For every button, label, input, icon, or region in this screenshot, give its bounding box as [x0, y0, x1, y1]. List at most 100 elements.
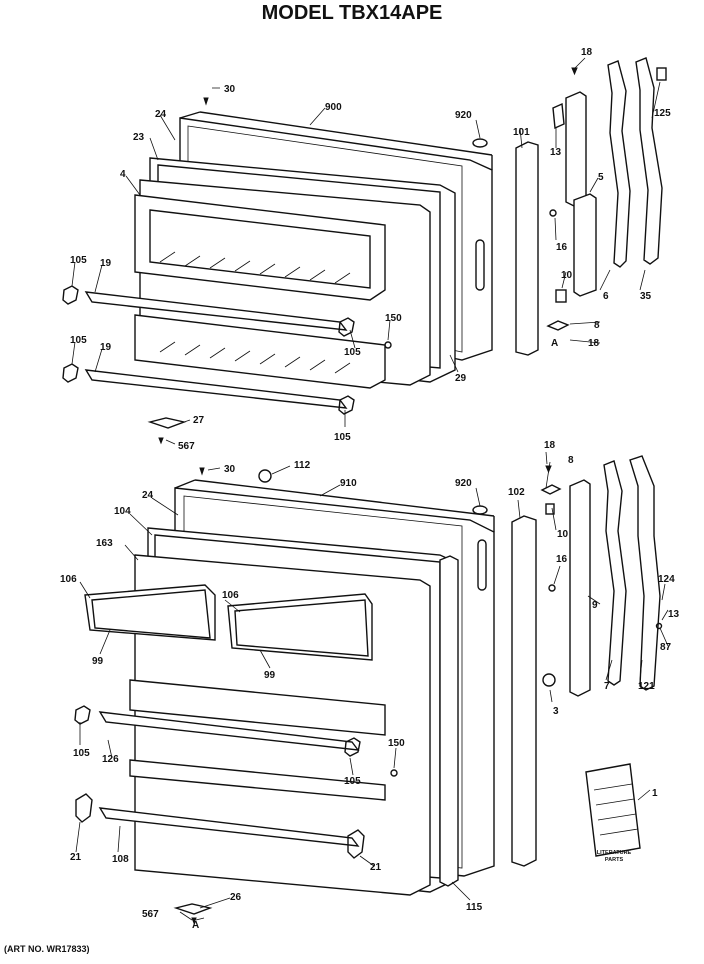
art-number: (ART NO. WR17833)	[4, 944, 90, 954]
callout-112: 112	[294, 460, 311, 471]
model-title: MODEL TBX14APE	[261, 2, 443, 24]
bottom-shelf-upper	[129, 679, 386, 736]
callout-104: 104	[114, 506, 131, 517]
callout-35: 35	[640, 291, 652, 302]
hinge-bar-35	[635, 57, 663, 265]
callout-23: 23	[133, 132, 145, 143]
hinge-5	[573, 193, 597, 297]
callout-27: 27	[193, 415, 205, 426]
screw-16	[549, 209, 557, 217]
literature-booklet	[585, 763, 641, 857]
callout-18b: 18	[588, 338, 600, 349]
bracket-27	[147, 417, 187, 429]
hinge-bar-121	[629, 455, 661, 691]
callout-16-bottom: 16	[556, 554, 568, 565]
dairy-door-106b	[227, 593, 373, 661]
part-10	[555, 289, 567, 303]
callout-5: 5	[598, 172, 604, 183]
handle-slot-bottom	[477, 539, 487, 591]
hinge-bar-6	[607, 60, 631, 268]
shelf-clip-105f	[344, 737, 361, 757]
callout-910: 910	[340, 478, 357, 489]
clip-21b	[347, 829, 365, 859]
stop-150	[384, 341, 392, 349]
callout-106b: 106	[222, 590, 239, 601]
callout-19b: 19	[100, 342, 112, 353]
callout-99a: 99	[92, 656, 104, 667]
callout-102: 102	[508, 487, 525, 498]
callout-13-bottom: 13	[668, 609, 680, 620]
hinge-part-13	[552, 102, 565, 130]
callout-3: 3	[553, 706, 559, 717]
callout-121: 121	[638, 681, 655, 692]
callout-26: 26	[230, 892, 242, 903]
callout-30: 30	[224, 84, 236, 95]
callout-106a: 106	[60, 574, 77, 585]
callout-A: A	[551, 338, 558, 349]
shelf-clip-105d	[338, 395, 355, 415]
shelf-clip-105e	[74, 705, 91, 725]
callout-21a: 21	[70, 852, 82, 863]
callout-105d: 105	[334, 432, 351, 443]
upper-door-shelf	[134, 194, 386, 301]
stop-150-bottom	[390, 769, 398, 777]
callout-150: 150	[385, 313, 402, 324]
callout-105c: 105	[70, 335, 87, 346]
cap-125	[656, 67, 667, 81]
part-8	[546, 320, 570, 331]
callout-29: 29	[455, 373, 467, 384]
callout-6: 6	[603, 291, 609, 302]
callout-163: 163	[96, 538, 113, 549]
callout-4: 4	[120, 169, 126, 180]
callout-8: 8	[594, 320, 600, 331]
callout-567: 567	[178, 441, 195, 452]
callout-24: 24	[155, 109, 167, 120]
callout-124: 124	[658, 574, 675, 585]
plug-920	[472, 138, 488, 148]
shelf-clip-105b	[338, 317, 355, 337]
callout-567-bottom: 567	[142, 909, 159, 920]
screw-567-bottom	[191, 917, 197, 925]
shelf-clip-105a	[62, 285, 79, 305]
callout-105e: 105	[73, 748, 90, 759]
callout-105b: 105	[344, 347, 361, 358]
part-8-bottom	[540, 484, 562, 495]
literature-label: LITERATURE PARTS	[584, 850, 644, 864]
callout-87: 87	[660, 642, 672, 653]
callout-108: 108	[112, 854, 129, 865]
screw-18-bottom	[545, 465, 552, 474]
top-door-assembly	[62, 57, 667, 445]
part-10-bottom	[545, 503, 555, 515]
callout-30-bottom: 30	[224, 464, 236, 475]
handle-slot	[475, 239, 485, 291]
callout-920-bottom: 920	[455, 478, 472, 489]
bottom-shelf-middle	[129, 759, 386, 801]
callout-900: 900	[325, 102, 342, 113]
callout-125: 125	[654, 108, 671, 119]
callout-24-bottom: 24	[142, 490, 154, 501]
part-3	[542, 673, 556, 687]
callout-101: 101	[513, 127, 530, 138]
callout-920: 920	[455, 110, 472, 121]
dairy-door-106a	[84, 584, 216, 641]
callout-126: 126	[102, 754, 119, 765]
screw-30	[203, 97, 209, 106]
callout-105f: 105	[344, 776, 361, 787]
callout-99b: 99	[264, 670, 276, 681]
lower-door-shelf	[134, 314, 386, 389]
shelf-bar-108	[98, 807, 360, 847]
shelf-bar-19b	[84, 369, 348, 409]
screw-567	[158, 437, 164, 445]
shelf-clip-105c	[62, 363, 79, 383]
screw-16-bottom	[548, 584, 556, 592]
clip-21a	[75, 793, 93, 823]
callout-8-bottom: 8	[568, 455, 574, 466]
plug-920-bottom	[472, 505, 488, 515]
callout-115: 115	[466, 902, 483, 913]
callout-18: 18	[581, 47, 593, 58]
callout-16: 16	[556, 242, 568, 253]
callout-105a: 105	[70, 255, 87, 266]
screw-18	[571, 67, 578, 76]
